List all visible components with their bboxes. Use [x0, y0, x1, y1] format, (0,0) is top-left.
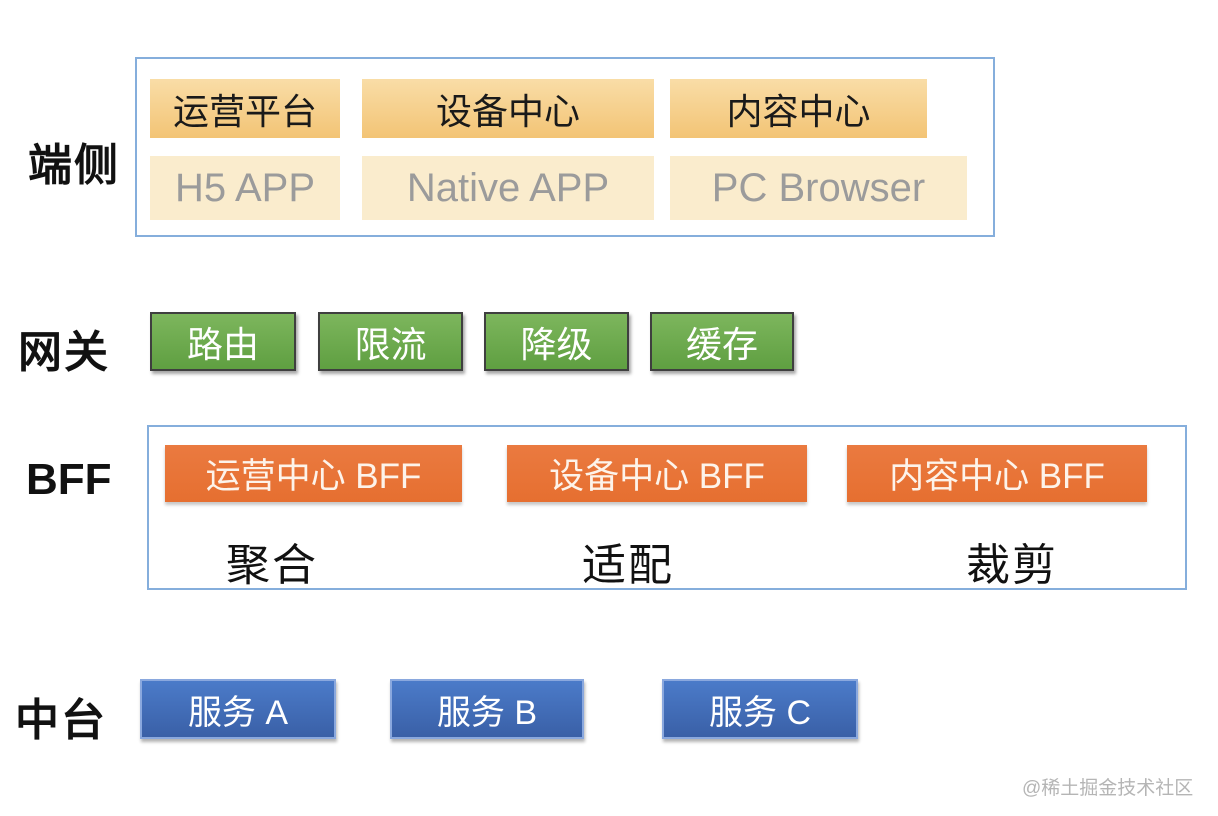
platform-box-device: 设备中心 [362, 79, 654, 138]
service-box-c: 服务 C [662, 679, 858, 739]
bff-layer-container: 运营中心 BFF 设备中心 BFF 内容中心 BFF 聚合 适配 裁剪 [147, 425, 1187, 590]
app-box-native: Native APP [362, 156, 654, 220]
bff-function-aggregate: 聚合 [226, 541, 318, 590]
gateway-layer-label: 网关 [18, 328, 110, 377]
gateway-box-rate-limit: 限流 [318, 312, 463, 371]
platform-box-content: 内容中心 [670, 79, 927, 138]
platform-box-operation: 运营平台 [150, 79, 340, 138]
bff-box-device: 设备中心 BFF [507, 445, 807, 502]
bff-function-tailor: 裁剪 [966, 541, 1058, 590]
client-layer-container: 运营平台 设备中心 内容中心 H5 APP Native APP PC Brow… [135, 57, 995, 237]
app-box-pc-browser: PC Browser [670, 156, 967, 220]
bff-box-operation: 运营中心 BFF [165, 445, 462, 502]
gateway-box-cache: 缓存 [650, 312, 794, 371]
gateway-box-routing: 路由 [150, 312, 296, 371]
service-box-a: 服务 A [140, 679, 336, 739]
app-box-h5: H5 APP [150, 156, 340, 220]
gateway-box-degrade: 降级 [484, 312, 629, 371]
client-layer-label: 端侧 [28, 141, 120, 190]
bff-layer-label: BFF [26, 455, 112, 504]
service-box-b: 服务 B [390, 679, 584, 739]
juejin-watermark: @稀土掘金技术社区 [1022, 778, 1194, 799]
bff-box-content: 内容中心 BFF [847, 445, 1147, 502]
bff-function-adapt: 适配 [582, 541, 674, 590]
middle-layer-label: 中台 [15, 696, 107, 745]
